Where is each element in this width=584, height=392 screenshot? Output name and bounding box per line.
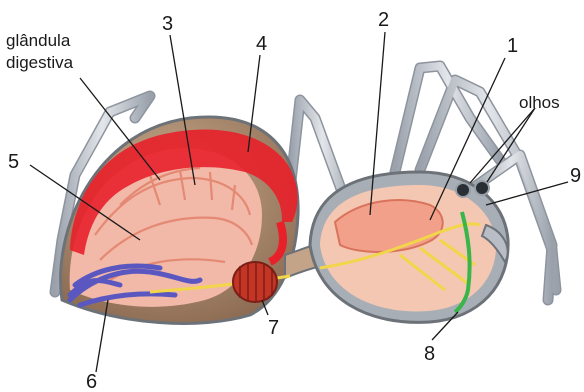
label-2: 2 [378, 9, 389, 31]
label-7: 7 [268, 317, 279, 339]
label-6: 6 [86, 371, 97, 392]
label-glandula-line2: digestiva [6, 53, 74, 72]
label-4: 4 [256, 33, 267, 55]
label-9: 9 [570, 165, 581, 187]
label-8: 8 [424, 343, 435, 365]
label-3: 3 [162, 13, 173, 35]
label-glandula-line1: glândula [6, 31, 71, 50]
label-5: 5 [8, 151, 19, 173]
label-1: 1 [507, 35, 518, 57]
book-lung [233, 262, 277, 302]
label-olhos: olhos [519, 93, 560, 112]
